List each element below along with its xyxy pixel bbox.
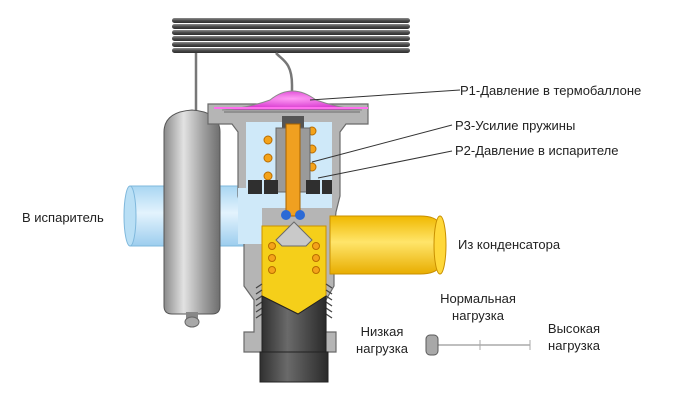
- label-high-load-2: нагрузка: [548, 338, 600, 353]
- adjustment-screw: [259, 295, 329, 383]
- load-slider[interactable]: [425, 334, 531, 356]
- label-normal-load-1: Нормальная: [440, 291, 516, 306]
- label-low-load-1: Низкая: [360, 324, 404, 339]
- needle-tips: [281, 210, 305, 220]
- capillary-coil: [172, 18, 410, 53]
- condenser-pipe: [329, 215, 447, 275]
- callout-lines: [309, 89, 461, 179]
- seal-blocks: [248, 180, 332, 194]
- label-from-condenser: Из конденсатора: [458, 237, 561, 252]
- label-normal-load-2: нагрузка: [452, 308, 504, 323]
- capillary-tube-head: [275, 52, 294, 92]
- evaporator-port: [238, 188, 262, 244]
- threads: [255, 283, 333, 319]
- label-p1: P1-Давление в термобаллоне: [460, 83, 642, 98]
- label-high-load-1: Высокая: [547, 321, 601, 336]
- lower-spring: [268, 242, 320, 274]
- valve-seat: [275, 221, 313, 247]
- label-p2: P2-Давление в испарителе: [455, 143, 619, 158]
- label-low-load-2: нагрузка: [356, 341, 408, 356]
- valve-stem: [285, 123, 301, 217]
- slider-thumb[interactable]: [425, 334, 439, 356]
- label-p3: P3-Усилие пружины: [455, 118, 576, 133]
- label-to-evaporator: В испаритель: [22, 210, 104, 225]
- diaphragm-dome: [214, 90, 368, 113]
- thermal-bulb: [163, 109, 221, 328]
